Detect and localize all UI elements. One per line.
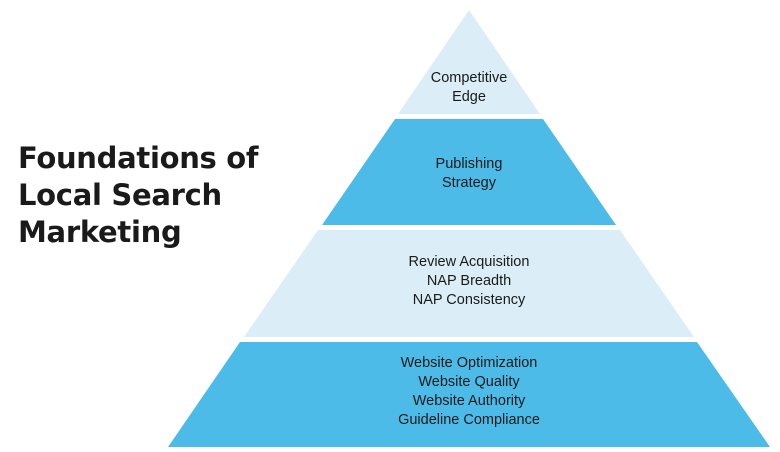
tier-4-line-4: Guideline Compliance <box>398 412 540 428</box>
title-line-1: Foundations of <box>18 141 259 175</box>
pyramid-tier-4-shape <box>168 342 770 447</box>
tier-3-line-1: Review Acquisition <box>408 254 530 270</box>
pyramid-tier-2-shape <box>322 119 616 225</box>
tier-1-line-2: Edge <box>452 89 486 105</box>
title-line-2: Local Search <box>18 178 222 212</box>
title-line-3: Marketing <box>18 215 182 249</box>
tier-4-line-1: Website Optimization <box>400 355 538 371</box>
tier-4-line-2: Website Quality <box>418 374 520 390</box>
pyramid-tier-4-label: Website Optimization Website Quality Web… <box>344 354 594 430</box>
tier-3-line-2: NAP Breadth <box>426 273 512 289</box>
pyramid-tier-3-shape <box>244 230 694 337</box>
pyramid-tier-2-label: Publishing Strategy <box>369 155 569 193</box>
tier-2-line-2: Strategy <box>442 175 496 191</box>
diagram-title: Foundations of Local Search Marketing <box>18 140 278 251</box>
pyramid-tier-1-label: Competitive Edge <box>369 69 569 107</box>
tier-3-line-3: NAP Consistency <box>412 292 526 308</box>
pyramid-tier-1-shape <box>398 10 540 114</box>
tier-4-line-3: Website Authority <box>412 393 526 409</box>
pyramid-tier-3-label: Review Acquisition NAP Breadth NAP Consi… <box>344 253 594 310</box>
tier-1-line-1: Competitive <box>430 70 508 86</box>
tier-2-line-1: Publishing <box>435 156 503 172</box>
